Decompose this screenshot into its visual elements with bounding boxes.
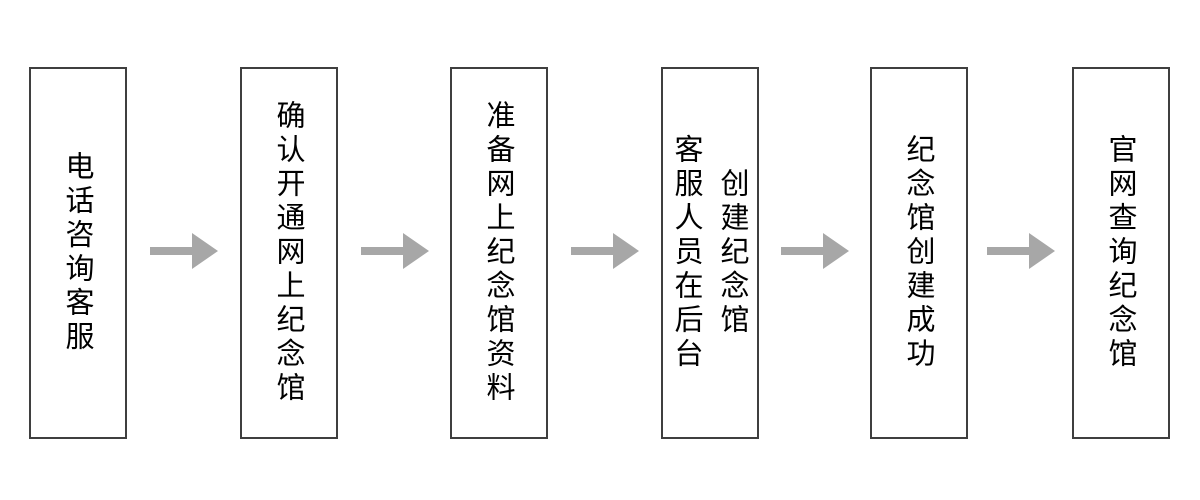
flow-step-confirm-open: 确认开通网上纪念馆 — [240, 67, 338, 439]
flow-step-label: 确认开通网上纪念馆 — [272, 100, 306, 406]
right-arrow-icon — [571, 233, 639, 269]
flow-step-prepare-materials: 准备网上纪念馆资料 — [450, 67, 548, 439]
flow-step-phone-consult: 电话咨询客服 — [29, 67, 127, 439]
flow-step-label: 电话咨询客服 — [61, 151, 95, 355]
right-arrow-icon — [781, 233, 849, 269]
flow-step-label: 纪念馆创建成功 — [902, 134, 936, 372]
right-arrow-icon — [361, 233, 429, 269]
flow-step-label: 官网查询纪念馆 — [1104, 134, 1138, 372]
right-arrow-icon — [150, 233, 218, 269]
flow-step-backend-create: 客服人员在后台 创建纪念馆 — [661, 67, 759, 439]
flow-step-official-site-query: 官网查询纪念馆 — [1072, 67, 1170, 439]
flow-step-label: 准备网上纪念馆资料 — [482, 100, 516, 406]
right-arrow-icon — [987, 233, 1055, 269]
flow-step-create-success: 纪念馆创建成功 — [870, 67, 968, 439]
flow-step-label: 客服人员在后台 创建纪念馆 — [670, 134, 750, 372]
